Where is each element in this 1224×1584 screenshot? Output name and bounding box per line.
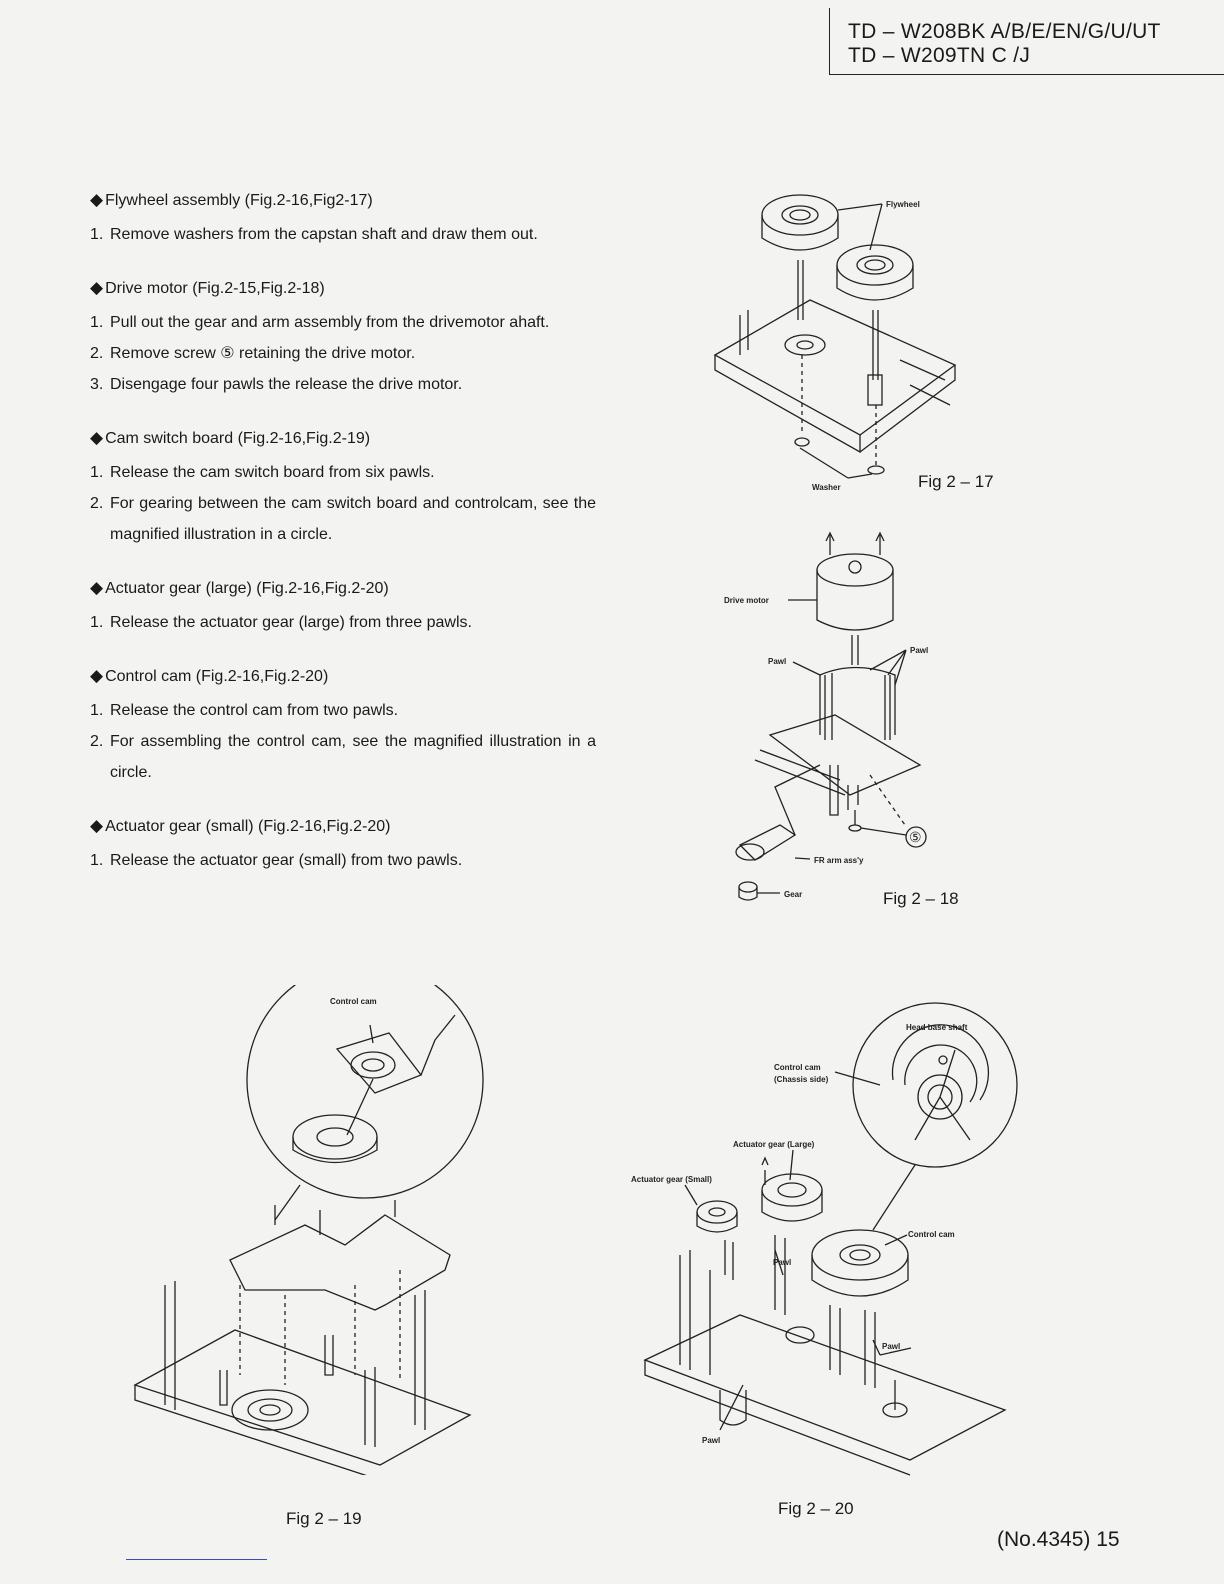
label-gear: Gear — [784, 890, 802, 899]
label-drive-motor: Drive motor — [724, 596, 769, 605]
label-head-base-shaft: Head base shaft — [906, 1023, 968, 1032]
section-drive-motor: ◆Drive motor (Fig.2-15,Fig.2-18) 1.Pull … — [90, 276, 596, 400]
label-pawl-1: Pawl — [773, 1258, 791, 1267]
fig-2-18-caption: Fig 2 – 18 — [883, 889, 959, 908]
model-header-box: TD – W208BK A/B/E/EN/G/U/UT TD – W209TN … — [829, 8, 1224, 75]
section-title: ◆Cam switch board (Fig.2-16,Fig.2-19) — [90, 428, 371, 447]
fig-2-20-illustration: Head base shaft Control cam (Chassis sid… — [631, 1002, 1018, 1476]
diamond-bullet-icon: ◆ — [90, 816, 104, 835]
diamond-bullet-icon: ◆ — [90, 278, 104, 297]
label-pawl-2: Pawl — [882, 1342, 900, 1351]
step: 1.Pull out the gear and arm assembly fro… — [90, 314, 550, 331]
section-title: ◆Drive motor (Fig.2-15,Fig.2-18) — [90, 278, 325, 297]
footer-divider — [126, 1559, 267, 1560]
diamond-bullet-icon: ◆ — [90, 190, 104, 209]
fig-2-19-caption: Fig 2 – 19 — [286, 1509, 362, 1528]
model-line-2: TD – W209TN C /J — [848, 44, 1031, 67]
section-actuator-gear-small: ◆Actuator gear (small) (Fig.2-16,Fig.2-2… — [90, 814, 596, 876]
label-fr-arm: FR arm ass'y — [814, 856, 864, 865]
page-number: (No.4345) 15 — [997, 1528, 1120, 1551]
fig-2-19-illustration: Control cam — [133, 985, 484, 1475]
step: 1.Remove washers from the capstan shaft … — [90, 226, 538, 243]
label-actuator-gear-large: Actuator gear (Large) — [733, 1140, 815, 1149]
label-screw-5: ⑤ — [909, 829, 922, 845]
fig-2-17-caption: Fig 2 – 17 — [918, 472, 994, 491]
diamond-bullet-icon: ◆ — [90, 666, 104, 685]
diamond-bullet-icon: ◆ — [90, 578, 104, 597]
step: 2.Remove screw ⑤ retaining the drive mot… — [90, 345, 416, 362]
label-pawl-3: Pawl — [702, 1436, 720, 1445]
section-flywheel: ◆Flywheel assembly (Fig.2-16,Fig2-17) 1.… — [90, 188, 596, 250]
fig-2-20-caption: Fig 2 – 20 — [778, 1499, 854, 1518]
section-title: ◆Control cam (Fig.2-16,Fig.2-20) — [90, 666, 329, 685]
step: 2.For gearing between the cam switch boa… — [90, 495, 596, 543]
label-control-cam-20: Control cam — [908, 1230, 955, 1239]
section-cam-switch-board: ◆Cam switch board (Fig.2-16,Fig.2-19) 1.… — [90, 426, 596, 550]
diamond-bullet-icon: ◆ — [90, 428, 104, 447]
step: 1.Release the control cam from two pawls… — [90, 702, 399, 719]
step: 1.Release the actuator gear (large) from… — [90, 614, 472, 631]
label-pawl-right: Pawl — [910, 646, 928, 655]
label-actuator-gear-small: Actuator gear (Small) — [631, 1175, 712, 1184]
label-flywheel: Flywheel — [886, 200, 920, 209]
label-pawl-left: Pawl — [768, 657, 786, 666]
label-control-cam-chassis-2: (Chassis side) — [774, 1075, 829, 1084]
instructions-column: ◆Flywheel assembly (Fig.2-16,Fig2-17) 1.… — [90, 188, 596, 902]
section-title: ◆Actuator gear (large) (Fig.2-16,Fig.2-2… — [90, 578, 389, 597]
step: 1.Release the actuator gear (small) from… — [90, 852, 463, 869]
section-title: ◆Flywheel assembly (Fig.2-16,Fig2-17) — [90, 190, 373, 209]
fig-2-17-illustration: Flywheel Washer — [713, 194, 957, 492]
step: 3.Disengage four pawls the release the d… — [90, 376, 463, 393]
section-actuator-gear-large: ◆Actuator gear (large) (Fig.2-16,Fig.2-2… — [90, 576, 596, 638]
label-washer: Washer — [812, 483, 841, 492]
step: 2.For assembling the control cam, see th… — [90, 733, 596, 781]
label-control-cam-19: Control cam — [330, 997, 377, 1006]
section-title: ◆Actuator gear (small) (Fig.2-16,Fig.2-2… — [90, 816, 391, 835]
section-control-cam: ◆Control cam (Fig.2-16,Fig.2-20) 1.Relea… — [90, 664, 596, 788]
label-control-cam-chassis-1: Control cam — [774, 1063, 821, 1072]
fig-2-18-illustration: Drive motor Pawl Pawl ⑤ FR arm ass'y Gea… — [724, 531, 928, 901]
model-line-1: TD – W208BK A/B/E/EN/G/U/UT — [848, 20, 1161, 43]
step: 1.Release the cam switch board from six … — [90, 464, 435, 481]
